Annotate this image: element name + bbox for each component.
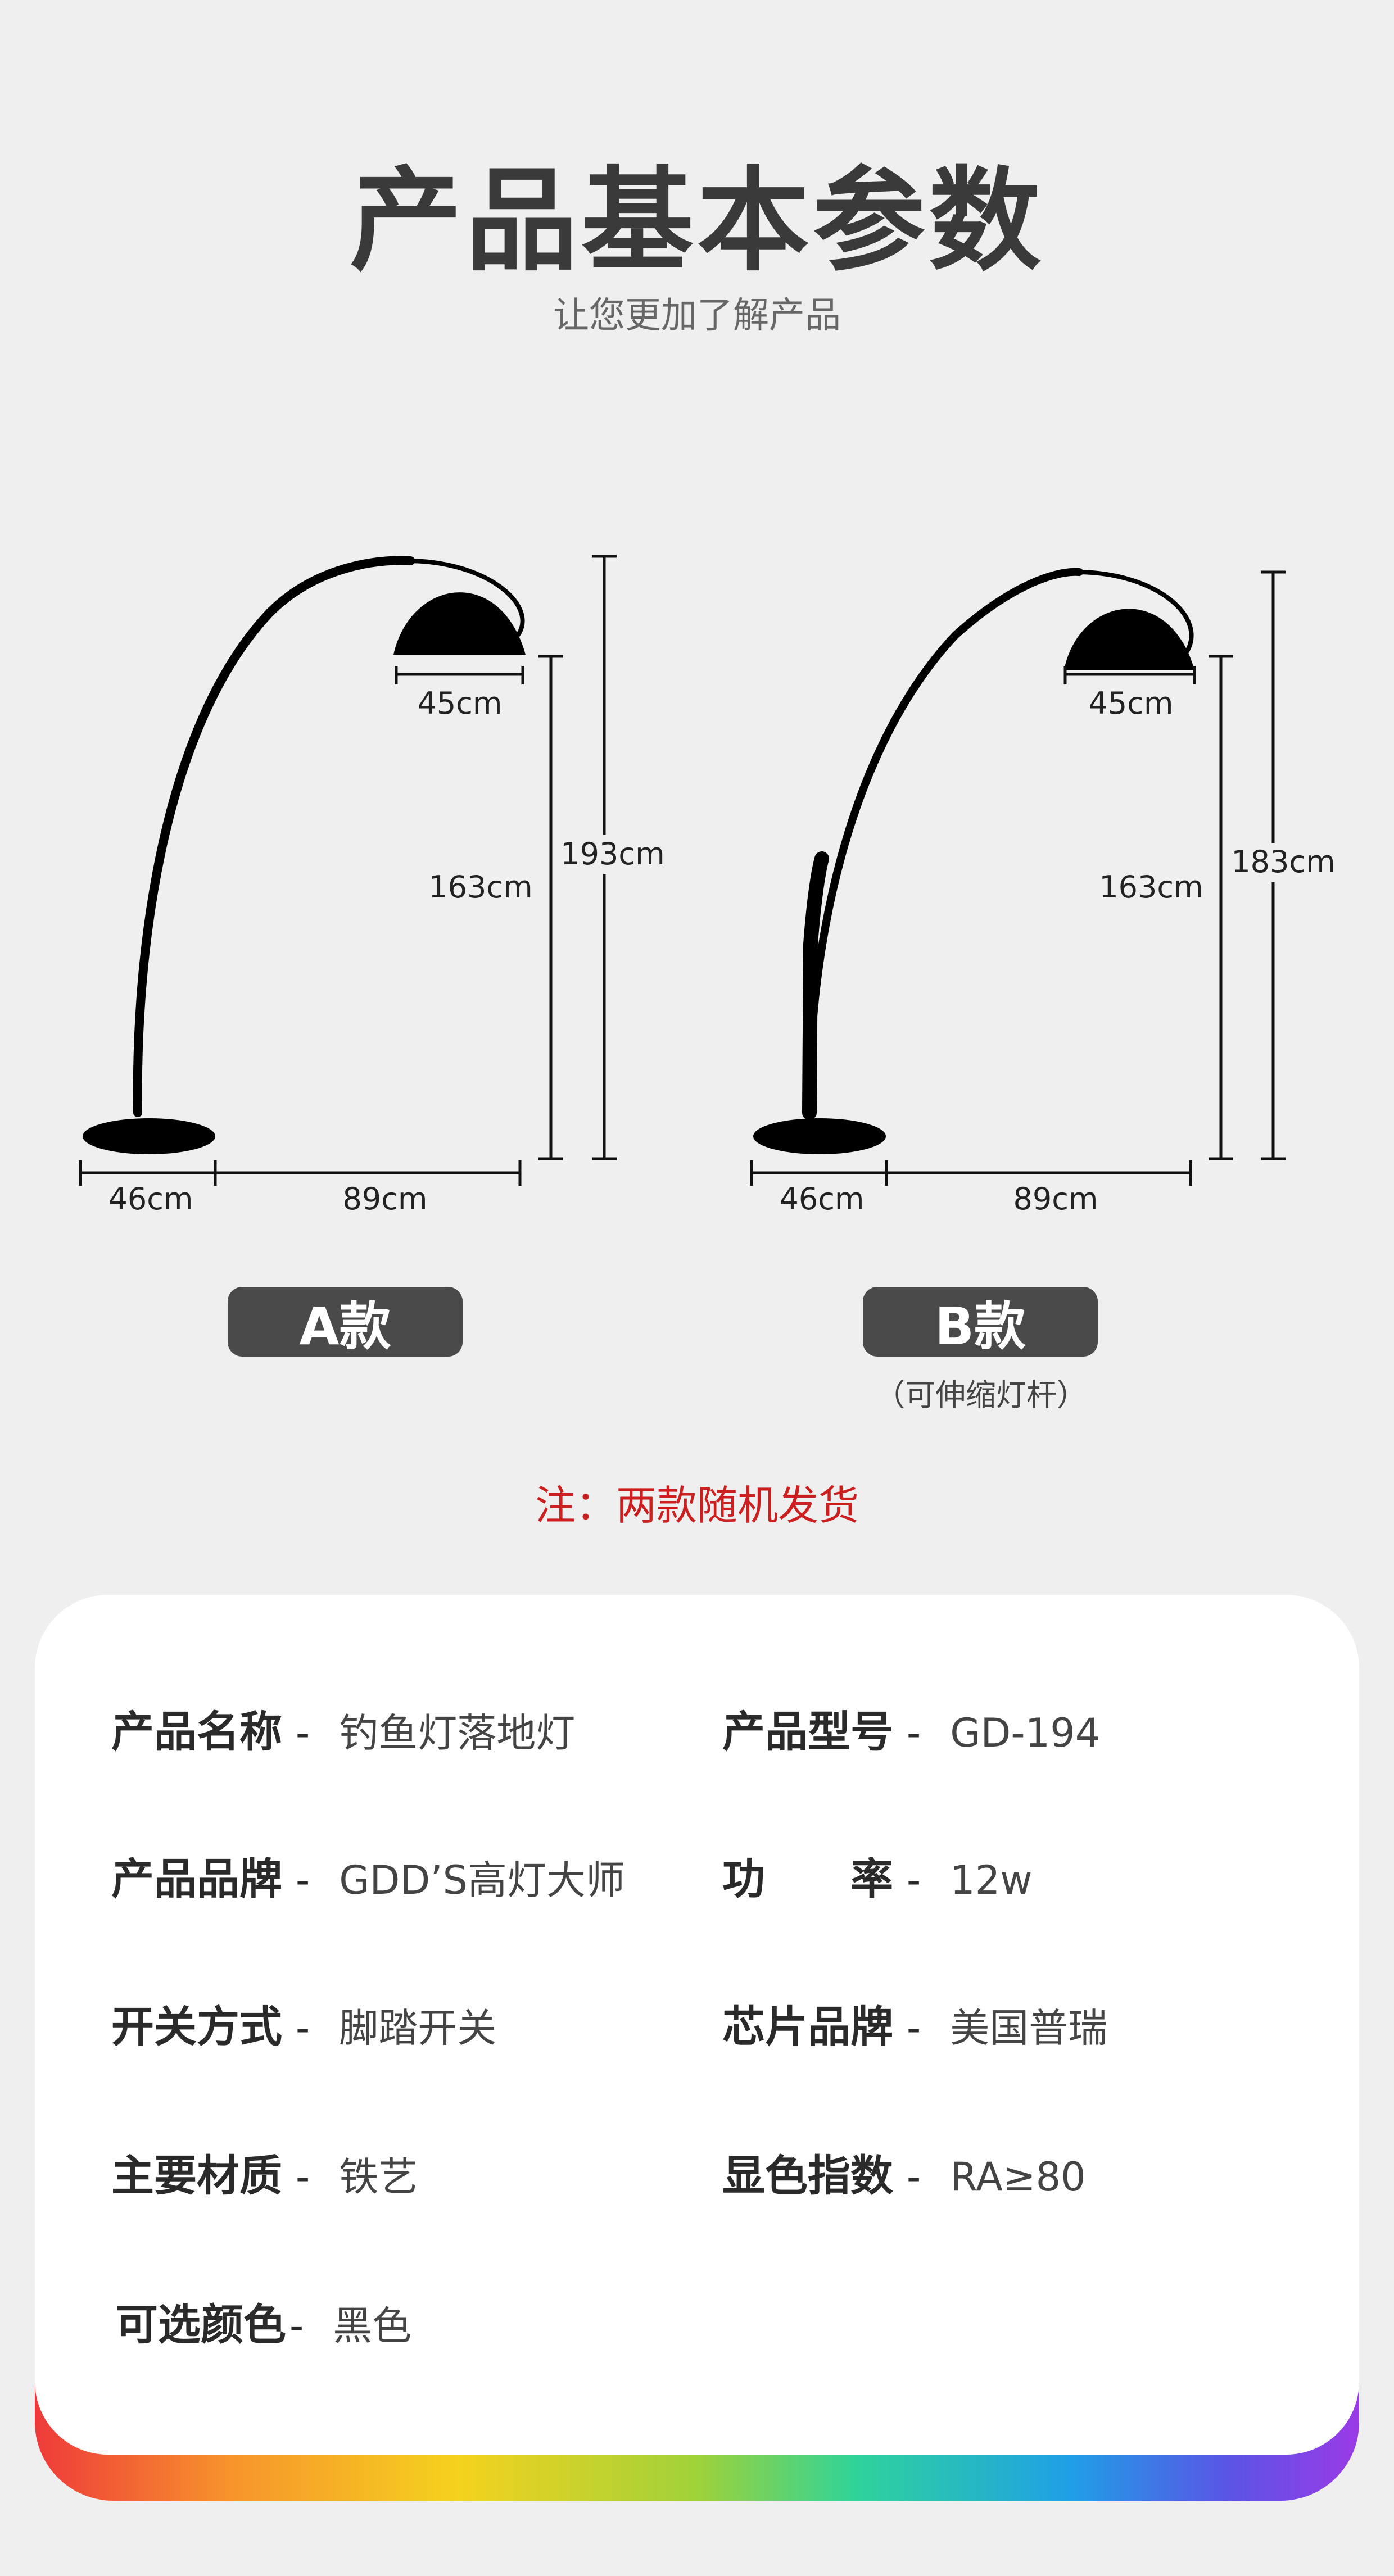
lamp-a-base	[83, 1118, 215, 1154]
spec-switch-type: 开关方式- 脚踏开关	[111, 1992, 496, 2054]
spec-value: 铁艺	[339, 2154, 418, 2200]
lamp-a-total-height: 193cm	[560, 836, 664, 872]
lamp-a-arm	[133, 556, 415, 1117]
spec-brand: 产品品牌- GDD’S高灯大师	[111, 1844, 625, 1906]
lamp-a-reach: 89cm	[342, 1181, 427, 1217]
spec-label: 产品品牌	[111, 1854, 282, 1904]
spec-chip-brand: 芯片品牌- 美国普瑞	[722, 1992, 1107, 2054]
shipping-note: 注：两款随机发货	[535, 1482, 859, 1529]
spec-label: 产品型号	[722, 1707, 893, 1757]
spec-value: 12w	[950, 1857, 1033, 1903]
lamp-b-telescopic-sleeve	[802, 851, 829, 1120]
spec-label: 产品名称	[111, 1707, 282, 1757]
lamp-b-reach: 89cm	[1013, 1181, 1098, 1217]
spec-value: GDD’S高灯大师	[339, 1857, 625, 1903]
spec-value: GD-194	[950, 1710, 1101, 1756]
spec-value: 脚踏开关	[339, 2005, 497, 2051]
spec-model: 产品型号- GD-194	[722, 1697, 1100, 1759]
page-subtitle: 让您更加了解产品	[553, 295, 841, 337]
lamp-a-hook	[408, 559, 525, 638]
spec-value: 钓鱼灯落地灯	[339, 1710, 576, 1756]
spec-material: 主要材质- 铁艺	[111, 2141, 418, 2203]
spec-card	[35, 1595, 1359, 2455]
lamp-dimension-diagram: 45cm 163cm 193cm 46cm 89cm 45cm	[79, 555, 1336, 1217]
spec-cri: 显色指数- RA≥80	[722, 2141, 1086, 2203]
lamp-a-shade-width: 45cm	[417, 686, 502, 721]
spec-product-name: 产品名称- 钓鱼灯落地灯	[111, 1697, 575, 1759]
lamp-a-shade	[393, 592, 526, 655]
spec-value: 黑色	[333, 2303, 412, 2349]
spec-label: 芯片品牌	[722, 2002, 893, 2052]
spec-color: 可选颜色- 黑色	[115, 2290, 411, 2352]
page-title: 产品基本参数	[349, 156, 1044, 287]
variant-b-label: B款	[863, 1287, 1098, 1357]
lamp-b-hook	[1077, 570, 1194, 655]
lamp-a: 45cm 163cm 193cm 46cm 89cm	[79, 555, 665, 1217]
variant-a-label: A款	[228, 1287, 463, 1357]
lamp-b-base	[753, 1118, 886, 1154]
lamp-b-base-width: 46cm	[779, 1181, 864, 1217]
spec-label: 主要材质	[111, 2151, 282, 2201]
lamp-b-shade	[1064, 609, 1194, 670]
lamp-b-total-height: 183cm	[1231, 844, 1335, 879]
lamp-b: 45cm 163cm 183cm 46cm 89cm	[750, 568, 1336, 1217]
spec-label: 可选颜色	[115, 2300, 286, 2350]
spec-value: RA≥80	[950, 2154, 1086, 2200]
lamp-a-height: 163cm	[428, 869, 532, 905]
spec-power: 功 率- 12w	[722, 1844, 1033, 1906]
spec-value: 美国普瑞	[950, 2005, 1108, 2051]
lamp-b-height: 163cm	[1099, 869, 1203, 905]
spec-label: 开关方式	[111, 2002, 282, 2052]
spec-label: 功 率	[722, 1854, 893, 1904]
lamp-b-arm	[805, 568, 1083, 1117]
variant-b-note: （可伸缩灯杆）	[875, 1377, 1087, 1413]
lamp-a-base-width: 46cm	[108, 1181, 193, 1217]
spec-label: 显色指数	[722, 2151, 893, 2201]
lamp-b-shade-width: 45cm	[1088, 686, 1173, 721]
